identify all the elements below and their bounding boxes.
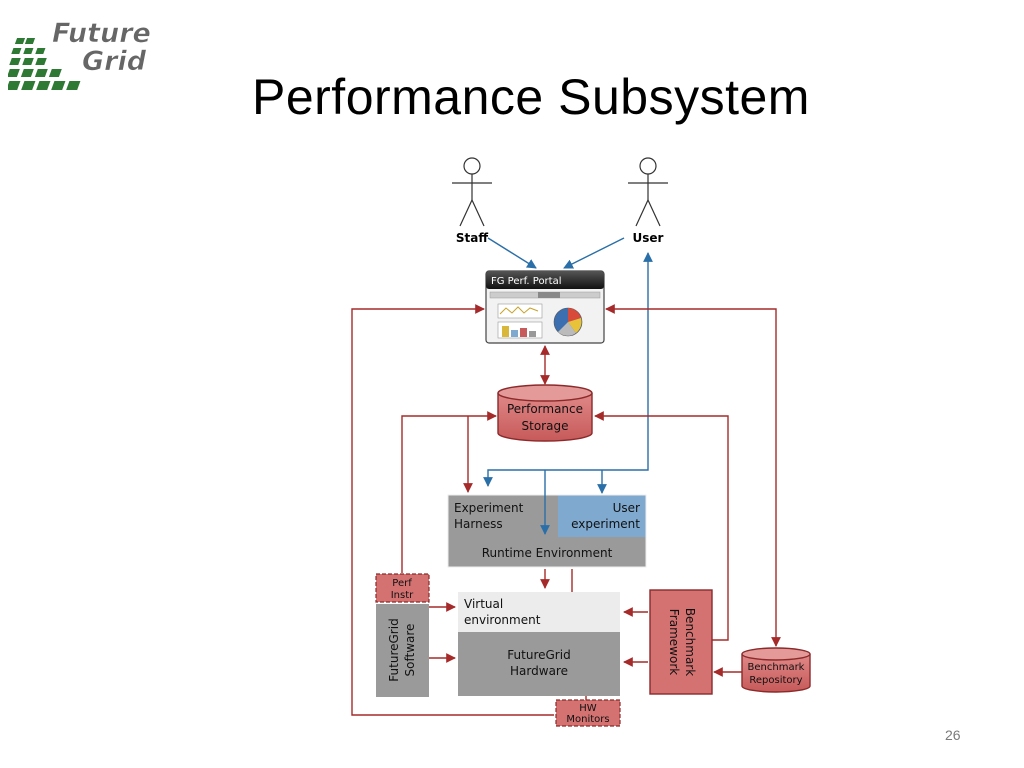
experiment-harness-label-2: Harness <box>454 517 503 531</box>
user-experiment-label-1: User <box>613 501 640 515</box>
stick-figure-icon <box>452 157 492 227</box>
futuregrid-logo: Future Grid <box>8 18 151 90</box>
performance-storage: Performance Storage <box>497 384 593 442</box>
slide-title: Performance Subsystem <box>252 69 810 125</box>
benchmark-repository: Benchmark Repository <box>741 647 811 693</box>
staff-label: Staff <box>456 231 488 245</box>
hw-monitors-to-portal-arrow <box>351 304 554 716</box>
experiment-harness <box>448 495 558 537</box>
benchmark-framework-label-2: Framework <box>667 609 681 675</box>
staff-to-portal-arrow <box>487 237 537 269</box>
fg-perf-portal: FG Perf. Portal <box>485 270 605 344</box>
perf-instr-label-1: Perf <box>392 578 412 589</box>
line-chart-icon <box>497 303 543 319</box>
user-to-portal-arrow <box>563 237 625 269</box>
futuregrid-hardware: FutureGrid Hardware <box>458 632 620 696</box>
futuregrid-hardware-label-1: FutureGrid <box>507 648 570 662</box>
logo-text-future: Future <box>52 18 151 49</box>
futuregrid-software: FutureGrid Software <box>376 604 429 697</box>
pie-chart-icon <box>553 307 583 337</box>
page-number: 26 <box>945 727 961 743</box>
perf-instr-to-storage-arrow <box>401 411 497 573</box>
stick-figure-icon <box>628 157 668 227</box>
user-experiment-label-2: experiment <box>571 517 640 531</box>
logo-text-grid: Grid <box>82 46 147 77</box>
virtual-environment: Virtual environment <box>458 592 620 632</box>
benchmark-framework: Benchmark Framework <box>649 589 713 695</box>
benchmark-framework-label-1: Benchmark <box>683 608 697 676</box>
hw-monitors-label-2: Monitors <box>566 714 609 725</box>
runtime-block: Experiment Harness User experiment Runti… <box>447 494 647 568</box>
runtime-environment-label: Runtime Environment <box>482 546 613 560</box>
hw-monitors: HW Monitors <box>555 699 621 727</box>
benchmark-repository-label-2: Repository <box>749 675 802 686</box>
storage-label-1: Performance <box>507 402 583 416</box>
experiment-harness-label-1: Experiment <box>454 501 524 515</box>
bar-chart-icon <box>497 321 543 339</box>
staff-actor: Staff <box>452 157 492 245</box>
user-actor: User <box>628 157 668 245</box>
storage-label-2: Storage <box>522 419 569 433</box>
futuregrid-software-label-2: Software <box>403 624 417 677</box>
portal-title: FG Perf. Portal <box>491 276 562 287</box>
portal-to-benchmark-repo-arrow <box>605 304 781 647</box>
logo-grid-mark <box>8 38 81 90</box>
virtual-environment-label-1: Virtual <box>464 597 503 611</box>
futuregrid-hardware-label-2: Hardware <box>510 664 568 678</box>
hw-monitors-label-1: HW <box>579 703 597 714</box>
perf-instr-label-2: Instr <box>391 590 414 601</box>
user-label: User <box>633 231 664 245</box>
benchmark-repository-label-1: Benchmark <box>748 662 805 673</box>
perf-instr: Perf Instr <box>375 573 430 603</box>
performance-subsystem-diagram: Staff User FG Perf. Portal <box>351 157 811 727</box>
virtual-environment-label-2: environment <box>464 613 541 627</box>
futuregrid-software-label-1: FutureGrid <box>387 618 401 681</box>
